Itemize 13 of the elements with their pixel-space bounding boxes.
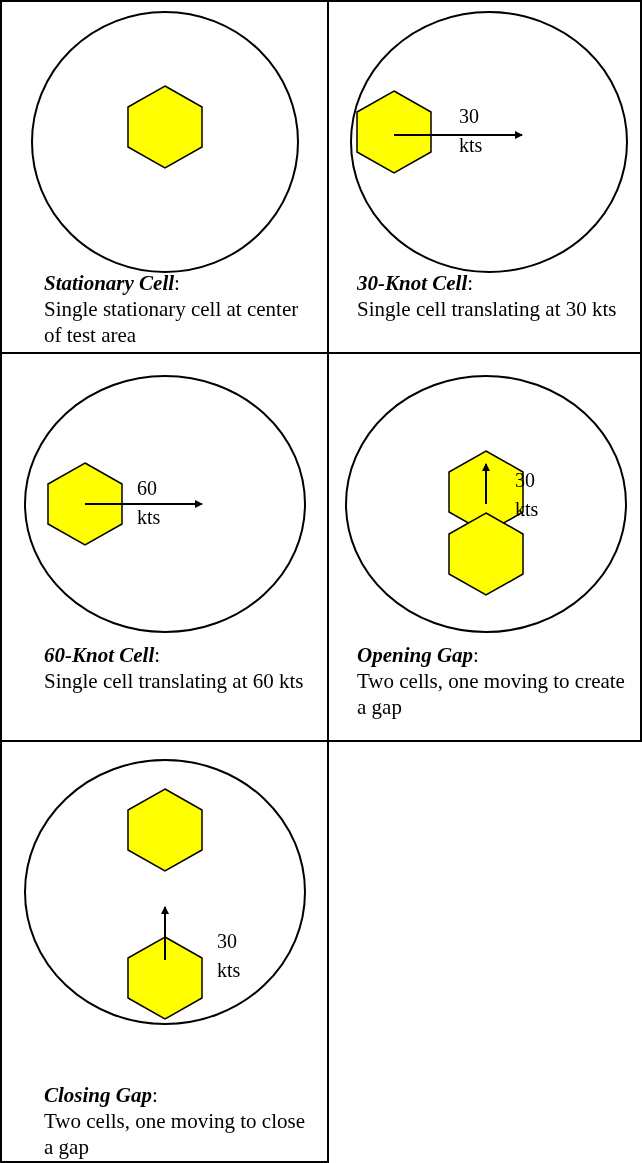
caption-text: Single stationary cell at center of test area	[44, 296, 300, 348]
speed-label: 30 kts	[459, 104, 484, 158]
caption-heading: Stationary Cell:	[44, 270, 181, 296]
speed-label: 60 kts	[137, 476, 162, 530]
caption-text: Single cell translating at 30 kts	[357, 296, 618, 322]
caption-heading: 30-Knot Cell:	[357, 270, 475, 296]
caption-heading: 60-Knot Cell:	[44, 642, 162, 668]
caption-heading: Closing Gap:	[44, 1082, 159, 1108]
caption-text: Single cell translating at 60 kts	[44, 668, 305, 694]
caption-text: Two cells, one moving to create a gap	[357, 668, 626, 720]
caption-text: Two cells, one moving to close a gap	[44, 1108, 306, 1160]
caption-heading: Opening Gap:	[357, 642, 480, 668]
speed-label: 30 kts	[217, 929, 242, 983]
